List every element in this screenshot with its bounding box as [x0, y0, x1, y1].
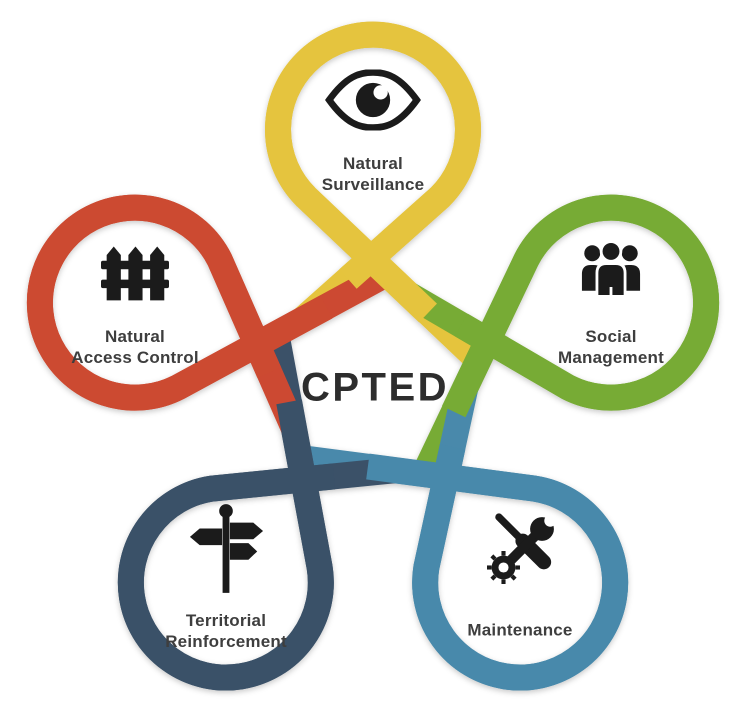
label-line: Territorial — [185, 611, 267, 630]
center-title: CPTED — [300, 365, 450, 410]
people-icon — [579, 240, 643, 302]
signpost-icon — [187, 503, 265, 595]
natural-surveillance-loop-body — [265, 21, 481, 323]
fence-icon — [101, 244, 169, 303]
territorial-reinforcement-loop-body — [117, 399, 336, 691]
label-line: Social — [585, 327, 637, 346]
label-line: Natural — [105, 327, 165, 346]
label-line: Maintenance — [467, 620, 573, 640]
maintenance-label: Maintenance — [467, 620, 572, 641]
label-line: Natural — [343, 154, 403, 173]
label-line: Reinforcement — [165, 632, 287, 651]
natural-access-control-label: Natural Access Control — [71, 326, 199, 368]
natural-access-control-loop-body — [26, 194, 333, 411]
loop-bodies-layer — [26, 21, 720, 691]
maintenance-loop-body — [366, 444, 629, 691]
eye-icon — [325, 69, 421, 131]
label-line: Management — [558, 348, 664, 367]
social-management-loop-body — [441, 194, 720, 418]
label-line: Surveillance — [321, 175, 425, 194]
natural-surveillance-label: Natural Surveillance — [322, 153, 425, 195]
tools-icon — [476, 507, 564, 595]
social-management-label: Social Management — [558, 326, 664, 368]
territorial-reinforcement-label: Territorial Reinforcement — [165, 610, 287, 652]
label-line: Access Control — [71, 348, 199, 367]
